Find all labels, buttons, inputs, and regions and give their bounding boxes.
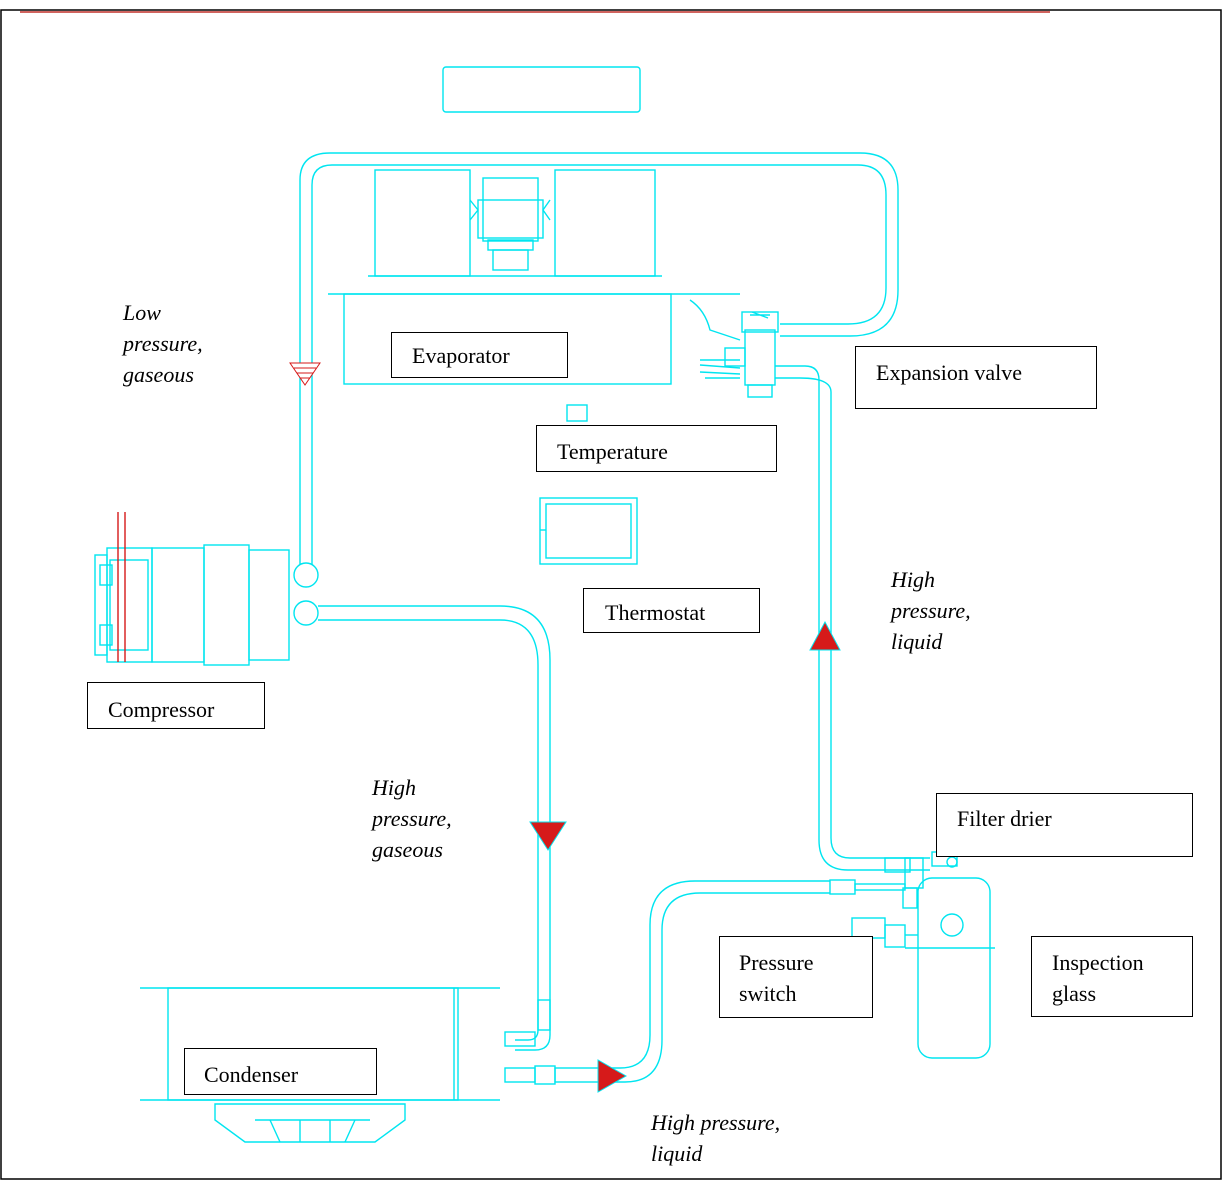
thermostat-label: Thermostat (583, 588, 760, 633)
low-pressure-gaseous-note: Low pressure, gaseous (123, 300, 203, 387)
control-panel-outline (442, 66, 641, 113)
inspection-glass-label: Inspection glass (1031, 936, 1193, 1017)
compressor-shape (94, 544, 319, 666)
pressure-switch-label: Pressure switch (719, 936, 873, 1018)
evaporator-label-text: Evaporator (412, 343, 510, 368)
expansion-valve-label-text: Expansion valve (876, 360, 1023, 385)
condenser-label: Condenser (184, 1048, 377, 1095)
thermostat-label-text: Thermostat (605, 600, 706, 625)
evaporator-body (328, 293, 741, 385)
low-pressure-tube (299, 152, 899, 565)
high-pressure-gaseous-note: High pressure, gaseous (372, 775, 452, 862)
compressor-label-text: Compressor (108, 697, 215, 722)
flow-arrow-low-pressure (289, 362, 321, 386)
high-pressure-liquid-line (775, 365, 930, 871)
thermostat-device (539, 497, 638, 565)
temperature-label: Temperature (536, 425, 777, 472)
page-border (0, 9, 1222, 1180)
filter-drier-label: Filter drier (936, 793, 1193, 857)
flow-arrow-condenser-outlet (597, 1059, 628, 1093)
temperature-label-text: Temperature (557, 439, 668, 464)
flow-arrow-high-pressure-liquid (809, 620, 841, 651)
filter-drier-shape (851, 851, 995, 1059)
expansion-valve-shape (724, 311, 779, 398)
flow-arrow-high-pressure-gaseous (529, 821, 567, 851)
high-pressure-liquid-right-note: High pressure, liquid (891, 567, 971, 654)
expansion-valve-label: Expansion valve (855, 346, 1097, 409)
inspection-glass-label-text: Inspection glass (1052, 950, 1144, 1006)
condenser-label-text: Condenser (204, 1062, 299, 1087)
compressor-label: Compressor (87, 682, 265, 729)
evaporator-label: Evaporator (391, 332, 568, 378)
discharge-line (318, 605, 551, 1051)
high-pressure-liquid-bottom-note: High pressure, liquid (651, 1110, 781, 1166)
temperature-sensor (566, 404, 588, 422)
condenser-shape (140, 987, 601, 1143)
evaporator-blower (368, 169, 662, 277)
filter-drier-label-text: Filter drier (957, 806, 1052, 831)
pressure-switch-label-text: Pressure switch (739, 950, 814, 1006)
